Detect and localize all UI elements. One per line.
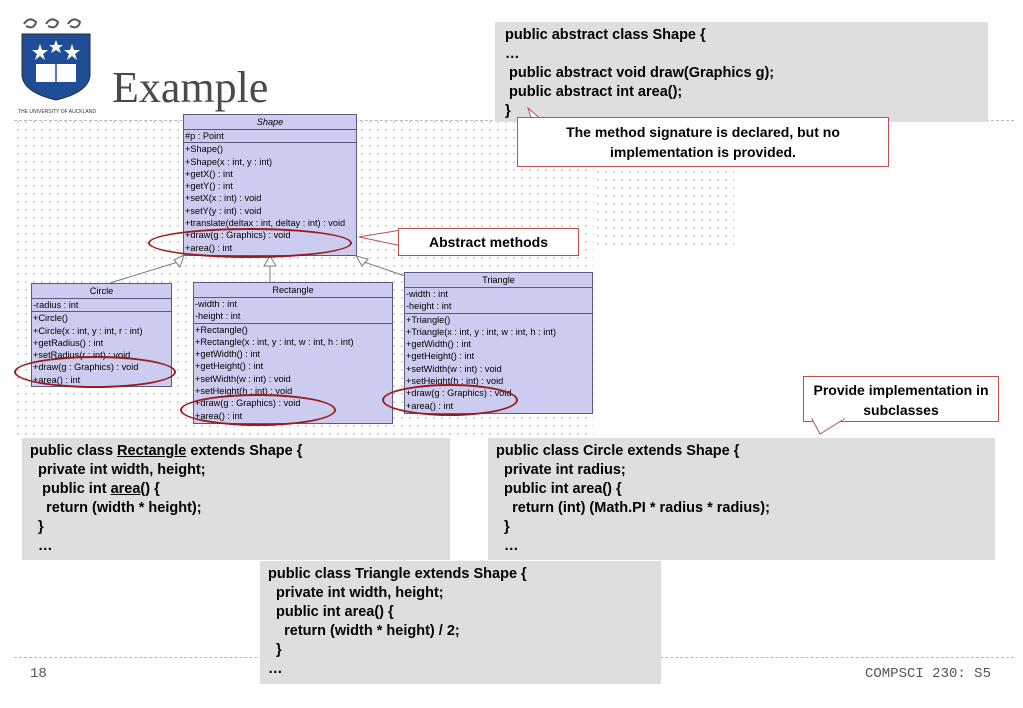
uml-attributes: -width : int -height : int [405,288,592,314]
code-line: … [268,661,283,677]
uml-method: +getRadius() : int [33,337,104,348]
code-line: public abstract int area(); [505,84,683,100]
uml-method: +setHeight(h : int) : void [406,376,504,387]
logo-caption: THE UNIVERSITY OF AUCKLAND [18,109,96,115]
slide-title: Example [112,63,269,112]
abstract-methods-callout: Abstract methods [398,228,579,256]
highlight-ellipse-circle [14,356,176,388]
rectangle-code: public class Rectangle extends Shape { p… [22,438,450,560]
uml-attributes: -width : int -height : int [194,298,392,324]
uml-method: +getHeight() : int [195,361,264,372]
uml-attributes: -radius : int [32,299,171,313]
uml-attribute: #p : Point [185,131,224,141]
code-line: } [268,642,282,658]
uml-attributes: #p : Point [184,130,356,144]
uml-class-name: Triangle [405,273,592,288]
uml-method: +getWidth() : int [195,349,261,360]
uml-method: +getWidth() : int [406,339,472,350]
code-line: } [505,103,511,119]
code-line: public class Circle extends Shape { [496,443,740,459]
uml-method: +Triangle() [406,314,451,325]
uml-method: +setY(y : int) : void [185,205,262,216]
highlight-ellipse-triangle [382,384,518,416]
uml-method: +Rectangle(x : int, y : int, w : int, h … [195,336,354,347]
uml-attribute: -height : int [195,311,241,322]
university-logo: THE UNIVERSITY OF AUCKLAND [18,14,96,115]
provide-impl-callout: Provide implementation in subclasses [803,376,999,422]
uml-class-name: Shape [184,115,356,130]
code-line: public int area() { [268,604,394,620]
code-keyword: public class [30,443,118,459]
provide-impl-pointer [811,418,846,435]
signature-note: The method signature is declared, but no… [566,124,840,160]
code-line: public class Triangle extends Shape { [268,566,527,582]
code-line: private int radius; [496,462,626,478]
code-line: public int area() { [30,480,442,499]
diagram-grid-right [594,160,734,250]
code-rest: () { [140,481,160,497]
uml-method: +translate(deltax : int, deltay : int) :… [185,218,346,229]
abstract-shape-code: public abstract class Shape { … public a… [495,22,988,122]
uml-method: +getX() : int [185,168,233,179]
provide-impl-label: Provide implementation in subclasses [813,382,989,418]
code-line: } [496,519,510,535]
highlight-ellipse-shape [148,228,352,258]
uml-method: +setX(x : int) : void [185,193,262,204]
uml-class-shape: Shape #p : Point +Shape() +Shape(x : int… [183,114,357,256]
uml-method: +setWidth(w : int) : void [406,363,502,374]
uml-method: +setWidth(w : int) : void [195,373,291,384]
uml-method: +Circle(x : int, y : int, r : int) [33,325,143,336]
code-line: public int area() { [496,481,622,497]
code-rest: extends Shape { [186,443,303,459]
code-line: … [30,538,53,554]
course-label: COMPSCI 230: S5 [864,666,991,682]
code-line: … [496,538,519,554]
code-line: return (width * height) / 2; [268,623,460,639]
page-number: 18 [30,666,47,682]
area-method-name: area [110,481,141,497]
code-keyword: public int [30,481,111,497]
uml-method: +getY() : int [185,181,233,192]
highlight-ellipse-rectangle [180,394,336,426]
triangle-code: public class Triangle extends Shape { pr… [260,561,661,684]
uml-attribute: -height : int [406,301,452,312]
uml-method: +Triangle(x : int, y : int, w : int, h :… [406,326,557,337]
code-line: private int width, height; [268,585,444,601]
code-line: private int width, height; [30,462,206,478]
uml-attribute: -width : int [406,289,448,299]
circle-code: public class Circle extends Shape { priv… [488,438,995,560]
signature-callout: The method signature is declared, but no… [517,117,889,167]
rectangle-classname: Rectangle [117,443,187,459]
uml-attribute: -radius : int [33,300,79,310]
code-line: } [30,519,44,535]
uml-class-name: Rectangle [194,283,392,298]
uml-method: +Shape(x : int, y : int) [185,156,273,167]
code-line: public class Rectangle extends Shape { [30,442,442,461]
code-line: public abstract class Shape { [505,27,706,43]
code-line: return (int) (Math.PI * radius * radius)… [496,500,770,516]
uml-class-name: Circle [32,284,171,299]
uml-method: +setHeight(h : int) : void [195,386,293,397]
uml-method: +Circle() [33,313,68,324]
uml-method: +Shape() [185,144,224,155]
code-line: public abstract void draw(Graphics g); [505,65,775,81]
abstract-methods-label: Abstract methods [428,234,549,250]
code-line: … [505,46,520,62]
code-line: return (width * height); [30,500,202,516]
uml-attribute: -width : int [195,299,237,309]
uml-method: +Rectangle() [195,324,248,335]
uml-method: +getHeight() : int [406,351,475,362]
